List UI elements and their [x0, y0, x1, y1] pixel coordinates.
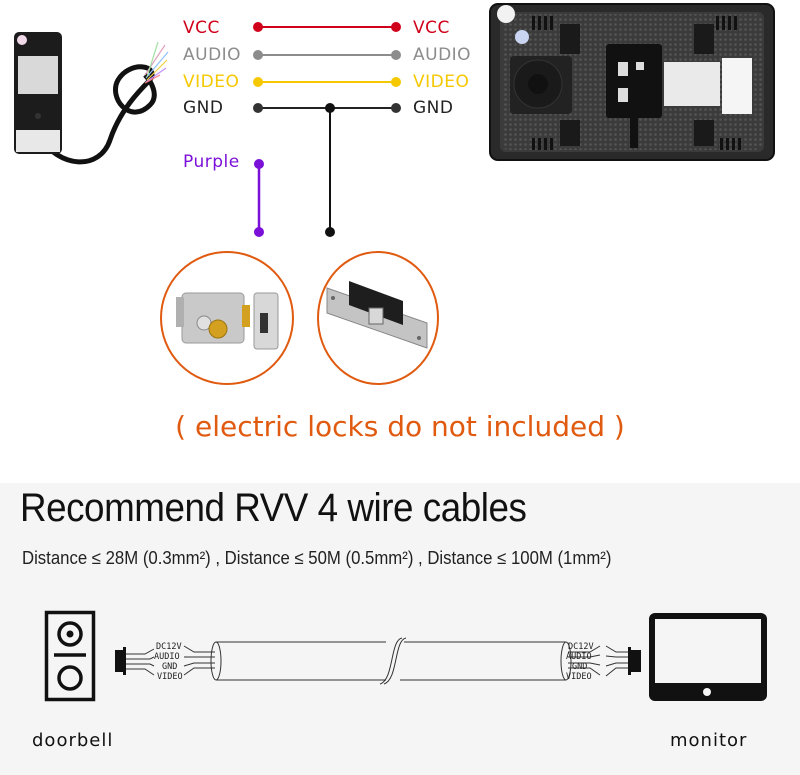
label-audio-left: AUDIO [183, 45, 242, 65]
locks-not-included-note: ( electric locks do not included ) [175, 410, 625, 443]
right-wire-label-audio: AUDIO [566, 652, 592, 662]
rvv-cable-diagram: DC12V AUDIO GND VIDEO DC12V AUDIO GND VI… [115, 637, 641, 685]
cable-distance-specs: Distance ≤ 28M (0.3mm²) , Distance ≤ 50M… [22, 548, 612, 568]
right-wire-label-gnd: GND [572, 662, 587, 672]
gnd-terminal-left [253, 103, 263, 113]
wiring-diagram [253, 22, 401, 237]
vcc-terminal-left [253, 22, 263, 32]
cable-heading: Recommend RVV 4 wire cables [20, 486, 527, 530]
video-terminal-left [253, 77, 263, 87]
label-video-left: VIDEO [183, 72, 240, 92]
label-purple: Purple [183, 152, 240, 172]
video-terminal-right [391, 77, 401, 87]
doorbell-camera-image [14, 32, 169, 165]
purple-terminal-top [254, 159, 264, 169]
left-connector [115, 650, 125, 672]
label-vcc-right: VCC [413, 18, 450, 38]
left-wire-label-video: VIDEO [157, 672, 183, 682]
purple-terminal-bottom [254, 227, 264, 237]
gnd-lock-terminal [325, 227, 335, 237]
monitor-label: monitor [670, 730, 748, 751]
monitor-icon [649, 613, 767, 701]
left-wire-label-dc12v: DC12V [156, 642, 182, 652]
right-connector [631, 650, 641, 672]
left-wire-label-gnd: GND [162, 662, 177, 672]
vcc-terminal-right [391, 22, 401, 32]
label-gnd-left: GND [183, 98, 224, 118]
doorbell-icon [44, 610, 96, 702]
right-wire-label-video: VIDEO [566, 672, 592, 682]
left-wire-label-audio: AUDIO [154, 652, 180, 662]
doorbell-label: doorbell [32, 730, 114, 751]
label-gnd-right: GND [413, 98, 454, 118]
label-video-right: VIDEO [413, 72, 470, 92]
label-audio-right: AUDIO [413, 45, 472, 65]
electric-strike-lock-image [317, 251, 439, 385]
audio-terminal-right [391, 50, 401, 60]
right-wire-label-dc12v: DC12V [568, 642, 594, 652]
gnd-terminal-right [391, 103, 401, 113]
electric-rim-lock-image [160, 251, 294, 385]
audio-terminal-left [253, 50, 263, 60]
monitor-back-image [489, 3, 775, 161]
label-vcc-left: VCC [183, 18, 220, 38]
